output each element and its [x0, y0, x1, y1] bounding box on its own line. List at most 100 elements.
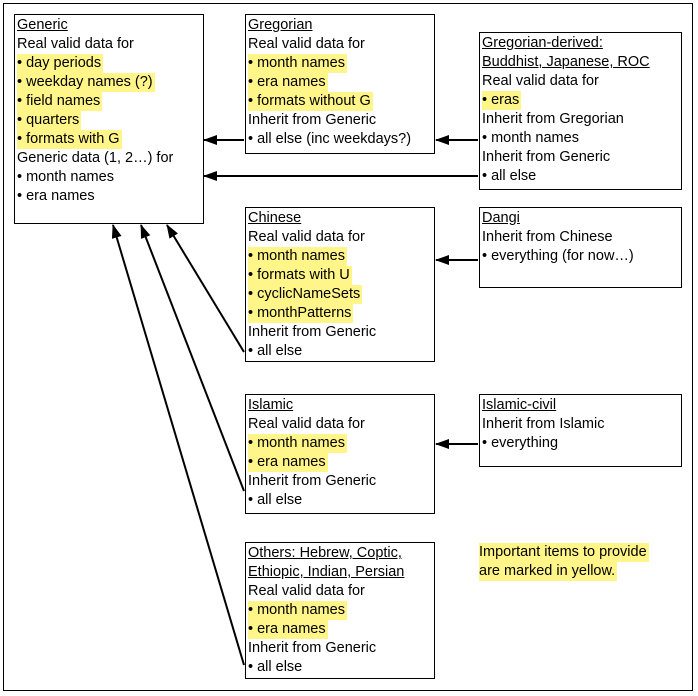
others-box: Others: Hebrew, Coptic, Ethiopic, Indian,… [245, 542, 435, 679]
highlighted-item: • month names [248, 247, 347, 266]
generic-line: • quarters [17, 111, 203, 130]
gregorian-line: • era names [248, 73, 434, 92]
islamic-line: • era names [248, 453, 434, 472]
generic-line: Generic data (1, 2…) for [17, 149, 203, 168]
generic-line: • field names [17, 92, 203, 111]
item-text: • all else (inc weekdays?) [248, 131, 412, 147]
gregorian-derived-box: Gregorian-derived: Buddhist, Japanese, RO… [479, 32, 682, 190]
item-text: Inherit from Generic [482, 149, 611, 165]
gregorian-line: • formats without G [248, 92, 434, 111]
generic-line: Real valid data for [17, 35, 203, 54]
item-text: • all else [482, 168, 537, 184]
dangi-line: • everything (for now…) [482, 247, 681, 266]
note-line-2: are marked in yellow. [479, 562, 618, 581]
gregorian-derived-line: • all else [482, 167, 681, 186]
note-line-1: Important items to provide [479, 543, 649, 562]
item-text: • all else [248, 659, 303, 675]
chinese-line: • month names [248, 247, 434, 266]
gregorian-derived-title-2: Buddhist, Japanese, ROC [482, 54, 650, 70]
chinese-line: • monthPatterns [248, 304, 434, 323]
highlighted-item: • month names [248, 601, 347, 620]
highlighted-item: • quarters [17, 111, 82, 130]
others-line: Inherit from Generic [248, 639, 434, 658]
highlighted-item: • era names [248, 73, 328, 92]
item-text: Real valid data for [248, 36, 365, 52]
others-line: • era names [248, 620, 434, 639]
item-text: Inherit from Generic [248, 324, 377, 340]
highlighted-item: • month names [248, 54, 347, 73]
others-line: • all else [248, 658, 434, 677]
others-line: • month names [248, 601, 434, 620]
others-title-2: Ethiopic, Indian, Persian [248, 564, 405, 580]
islamic-line: • all else [248, 491, 434, 510]
item-text: Inherit from Chinese [482, 229, 613, 245]
highlighted-item: • month names [248, 434, 347, 453]
islamic-civil-line: Inherit from Islamic [482, 415, 681, 434]
highlighted-item: • era names [248, 620, 328, 639]
generic-line: • weekday names (?) [17, 73, 203, 92]
item-text: Inherit from Gregorian [482, 111, 624, 127]
dangi-line: Inherit from Chinese [482, 228, 681, 247]
highlighted-item: • field names [17, 92, 103, 111]
diagram-frame [3, 3, 693, 691]
islamic-civil-line: • everything [482, 434, 681, 453]
gregorian-line: • all else (inc weekdays?) [248, 130, 434, 149]
item-text: Inherit from Islamic [482, 416, 605, 432]
gregorian-derived-line: Inherit from Generic [482, 148, 681, 167]
item-text: Inherit from Generic [248, 112, 377, 128]
others-title-1: Others: Hebrew, Coptic, [248, 545, 402, 561]
gregorian-derived-line: Real valid data for [482, 72, 681, 91]
arrow-chinese-to-generic [166, 224, 245, 353]
islamic-civil-title: Islamic-civil [482, 397, 557, 413]
generic-title: Generic [17, 17, 68, 33]
generic-line: • era names [17, 187, 203, 206]
gregorian-derived-line: Inherit from Gregorian [482, 110, 681, 129]
others-line: Real valid data for [248, 582, 434, 601]
chinese-line: • formats with U [248, 266, 434, 285]
generic-line: • formats with G [17, 130, 203, 149]
highlighted-item: • day periods [17, 54, 104, 73]
highlighted-item: • formats without G [248, 92, 373, 111]
item-text: Inherit from Generic [248, 473, 377, 489]
chinese-line: • cyclicNameSets [248, 285, 434, 304]
item-text: Real valid data for [17, 36, 134, 52]
item-text: Real valid data for [248, 583, 365, 599]
item-text: • month names [482, 130, 579, 146]
item-text: • everything [482, 435, 559, 451]
gregorian-line: Inherit from Generic [248, 111, 434, 130]
highlighted-item: • monthPatterns [248, 304, 354, 323]
gregorian-derived-line: • month names [482, 129, 681, 148]
highlighted-item: • formats with G [17, 130, 122, 149]
item-text: Generic data (1, 2…) for [17, 150, 174, 166]
item-text: Real valid data for [248, 229, 365, 245]
islamic-line: Real valid data for [248, 415, 434, 434]
highlighted-item: • weekday names (?) [17, 73, 155, 92]
gregorian-line: Real valid data for [248, 35, 434, 54]
islamic-line: Inherit from Generic [248, 472, 434, 491]
item-text: • month names [17, 169, 114, 185]
item-text: • all else [248, 492, 303, 508]
chinese-line: Inherit from Generic [248, 323, 434, 342]
arrow-islamic-to-generic [140, 224, 245, 492]
highlighted-item: • cyclicNameSets [248, 285, 363, 304]
item-text: Real valid data for [248, 416, 365, 432]
chinese-title: Chinese [248, 210, 302, 226]
chinese-line: Real valid data for [248, 228, 434, 247]
highlighted-item: • formats with U [248, 266, 352, 285]
gregorian-derived-title-1: Gregorian-derived: [482, 35, 603, 51]
islamic-title: Islamic [248, 397, 294, 413]
gregorian-line: • month names [248, 54, 434, 73]
gregorian-derived-line: • eras [482, 91, 681, 110]
chinese-line: • all else [248, 342, 434, 361]
item-text: • era names [17, 188, 95, 204]
generic-line: • month names [17, 168, 203, 187]
item-text: • everything (for now…) [482, 248, 634, 264]
item-text: • all else [248, 343, 303, 359]
item-text: Inherit from Generic [248, 640, 377, 656]
